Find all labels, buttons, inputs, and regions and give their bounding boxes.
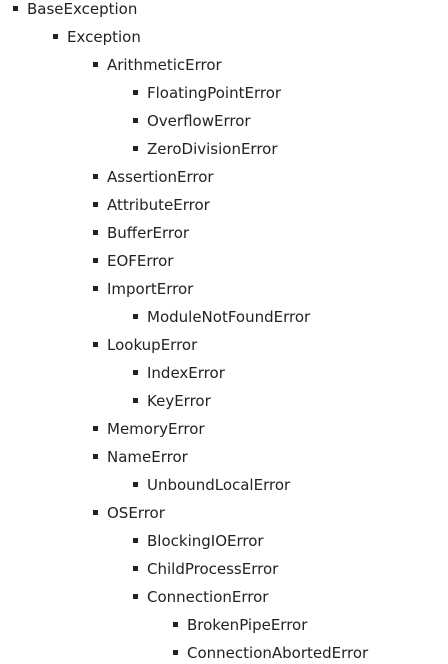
bullet-icon [133,118,138,123]
bullet-icon [133,398,138,403]
list-item-label: ImportError [107,280,194,298]
bullet-icon [133,90,138,95]
bullet-icon [93,454,98,459]
bullet-icon [93,342,98,347]
bullet-icon [93,286,98,291]
list-item-label: UnboundLocalError [147,476,291,494]
list-item-label: BlockingIOError [147,532,264,550]
bullet-icon [93,174,98,179]
bullet-icon [133,314,138,319]
list-item-label: Exception [67,28,141,46]
bullet-icon [133,482,138,487]
list-item-label: BaseException [27,0,138,18]
bullet-icon [133,538,138,543]
list-item-label: ChildProcessError [147,560,279,578]
list-item-label: ConnectionError [147,588,269,606]
bullet-icon [93,230,98,235]
list-item-label: IndexError [147,364,225,382]
list-item-label: MemoryError [107,420,205,438]
list-item-label: EOFError [107,252,174,270]
bullet-icon [93,510,98,515]
list-item-label: BufferError [107,224,190,242]
bullet-icon [93,62,98,67]
list-item-label: OverflowError [147,112,251,130]
bullet-icon [133,146,138,151]
list-item-label: ModuleNotFoundError [147,308,311,326]
bullet-icon [93,202,98,207]
list-item-label: AttributeError [107,196,210,214]
bullet-icon [133,594,138,599]
bullet-icon [173,622,178,627]
list-item-label: BrokenPipeError [187,616,308,634]
list-item-label: ArithmeticError [107,56,222,74]
bullet-icon [133,370,138,375]
list-item-label: FloatingPointError [147,84,282,102]
list-item-label: NameError [107,448,188,466]
bullet-icon [93,426,98,431]
bullet-icon [53,34,58,39]
list-item-label: ConnectionAbortedError [187,644,369,662]
bullet-icon [13,6,18,11]
bullet-icon [173,650,178,655]
list-item-label: LookupError [107,336,198,354]
list-item-label: OSError [107,504,165,522]
list-item-label: ZeroDivisionError [147,140,278,158]
bullet-icon [93,258,98,263]
bullet-icon [133,566,138,571]
list-item-label: KeyError [147,392,211,410]
list-item-label: AssertionError [107,168,214,186]
